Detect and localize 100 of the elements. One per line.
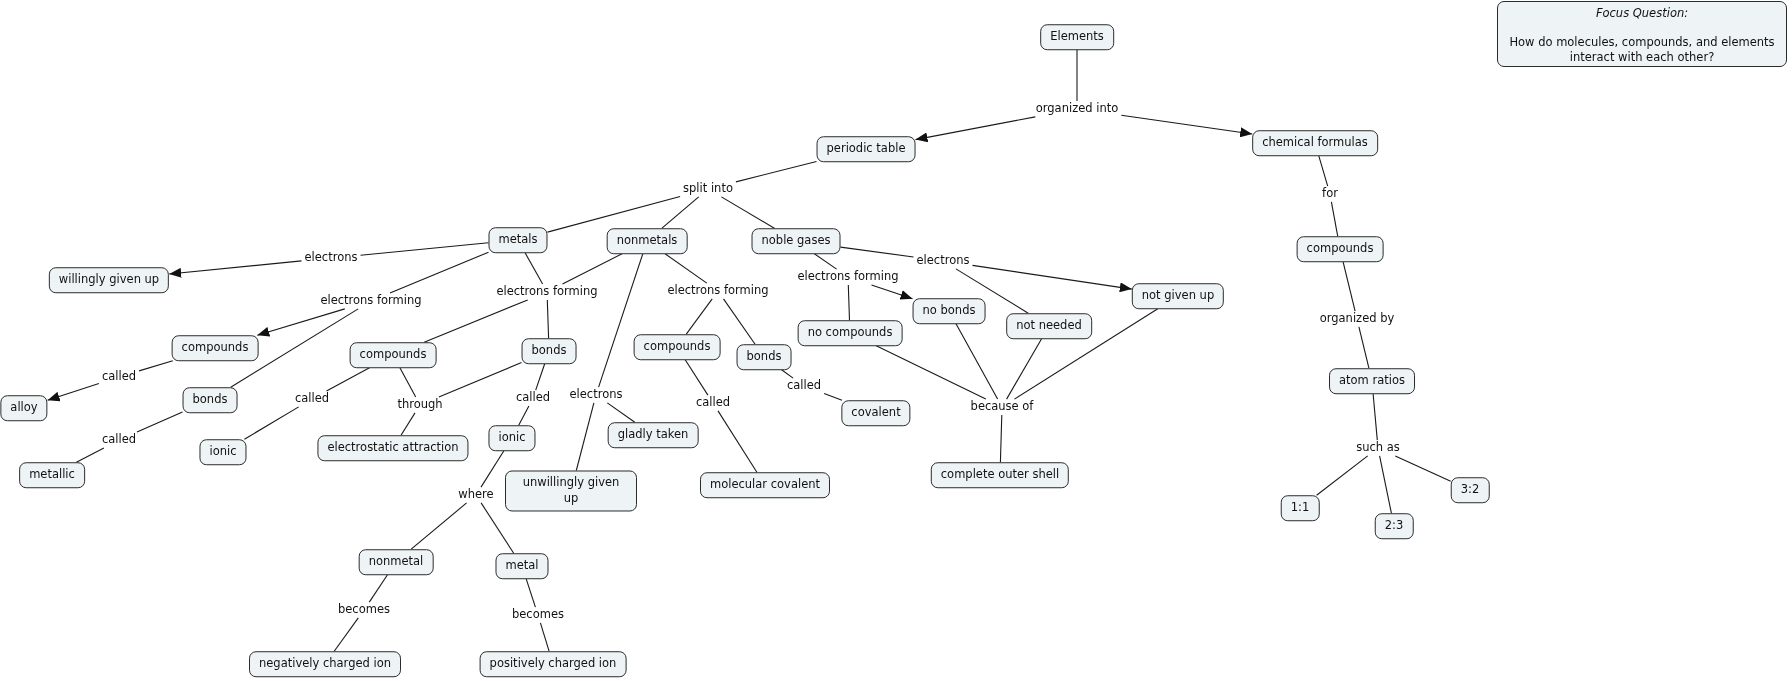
- focus-question-text: How do molecules, compounds, and elements interact with each other?: [1508, 35, 1776, 65]
- connector-line: [75, 447, 105, 463]
- connector-line: [539, 622, 550, 652]
- connector-line: [1013, 308, 1159, 400]
- connector-line: [368, 574, 389, 603]
- connector-line: [1330, 201, 1339, 237]
- concept-box: noble gases: [751, 228, 841, 254]
- linking-phrase: called: [693, 396, 733, 410]
- concept-box: negatively charged ion: [249, 651, 401, 677]
- concept-box: compounds: [1296, 236, 1384, 262]
- connector-line: [230, 308, 359, 388]
- linking-phrase: called: [99, 433, 139, 447]
- linking-phrase: electrons forming: [318, 294, 424, 308]
- concept-box: covalent: [841, 400, 911, 426]
- connector-line: [423, 299, 529, 343]
- concept-box: 2:3: [1374, 513, 1414, 539]
- connector-line: [359, 242, 490, 256]
- connector-line: [438, 361, 523, 398]
- connector-line: [524, 252, 544, 285]
- connector-line: [535, 363, 546, 391]
- concept-box: nonmetal: [358, 549, 434, 575]
- connector-line: [813, 253, 838, 270]
- connector-line: [606, 402, 636, 423]
- concept-box: complete outer shell: [930, 462, 1070, 488]
- connector-line: [735, 160, 818, 183]
- connector-line: [847, 284, 851, 321]
- concept-box: compounds: [633, 334, 721, 360]
- connector-line: [875, 345, 987, 400]
- concept-box: Elements: [1040, 24, 1114, 50]
- connector-line: [480, 450, 505, 488]
- connector-line: [561, 253, 623, 285]
- connector-line: [1358, 326, 1370, 369]
- connector-line: [575, 402, 595, 472]
- connector-line: [1076, 49, 1078, 102]
- concept-box: periodic table: [816, 136, 916, 162]
- concept-box: compounds: [349, 342, 437, 368]
- linking-phrase: where: [456, 488, 496, 502]
- concept-box: metal: [495, 553, 549, 579]
- linking-phrase: electrons: [567, 388, 625, 402]
- connector-line: [136, 411, 184, 433]
- linking-phrase: called: [292, 392, 332, 406]
- linking-phrase: becomes: [510, 608, 566, 622]
- connector-line: [722, 298, 756, 345]
- connector-line: [518, 405, 530, 426]
- linking-phrase: organized into: [1033, 102, 1121, 116]
- concept-box: not needed: [1006, 313, 1092, 339]
- concept-box: nonmetals: [606, 228, 688, 254]
- concept-box: no compounds: [797, 320, 903, 346]
- connector-line: [389, 251, 490, 294]
- linking-phrase: electrons forming: [795, 270, 901, 284]
- connector-line: [243, 406, 300, 440]
- concept-box: positively charged ion: [479, 651, 627, 677]
- concept-box: 3:2: [1450, 477, 1490, 503]
- connector-line: [661, 196, 700, 229]
- concept-box: bonds: [521, 338, 577, 364]
- concept-box: alloy: [0, 395, 48, 421]
- connector-line: [781, 369, 794, 379]
- focus-question-heading: Focus Question:: [1595, 6, 1689, 20]
- linking-phrase: split into: [681, 182, 735, 196]
- connector-line: [684, 359, 709, 396]
- linking-phrase: called: [784, 379, 824, 393]
- connector-line: [138, 360, 174, 372]
- connector-line: [1379, 455, 1392, 514]
- concept-box: 1:1: [1280, 495, 1320, 521]
- connector-line: [325, 367, 371, 392]
- connector-line: [664, 253, 708, 284]
- linking-phrase: through: [395, 398, 445, 412]
- connector-line: [823, 392, 843, 401]
- connector-line: [720, 196, 775, 229]
- linking-phrase: such as: [1354, 441, 1402, 455]
- concept-box: unwillingly given up: [505, 470, 637, 512]
- connector-line: [685, 298, 713, 335]
- linking-phrase: electrons forming: [494, 285, 600, 299]
- concept-box: atom ratios: [1329, 368, 1415, 394]
- connector-line: [546, 195, 681, 233]
- connector-line: [546, 299, 550, 339]
- arrow: [1120, 114, 1253, 138]
- concept-box: compounds: [171, 335, 259, 361]
- linking-phrase: electrons forming: [665, 284, 771, 298]
- connector-line: [839, 246, 915, 258]
- connector-line: [1394, 455, 1452, 482]
- arrow: [914, 116, 1036, 143]
- linking-phrase: electrons: [302, 251, 360, 265]
- concept-box: chemical formulas: [1252, 130, 1378, 156]
- concept-box: ionic: [199, 439, 247, 465]
- connector-line: [1318, 155, 1329, 187]
- arrow: [971, 264, 1133, 293]
- concept-box: electrostatic attraction: [317, 435, 469, 461]
- connector-line: [717, 410, 758, 473]
- connector-line: [400, 412, 416, 436]
- linking-phrase: called: [99, 370, 139, 384]
- concept-box: molecular covalent: [700, 472, 830, 498]
- arrow: [168, 260, 303, 278]
- connector-line: [333, 617, 359, 652]
- connector-line: [1316, 455, 1369, 496]
- linking-phrase: for: [1320, 187, 1340, 201]
- focus-question-card: [1497, 1, 1787, 67]
- concept-box: no bonds: [912, 298, 986, 324]
- connector-line: [1006, 338, 1043, 400]
- concept-box: metals: [488, 227, 548, 253]
